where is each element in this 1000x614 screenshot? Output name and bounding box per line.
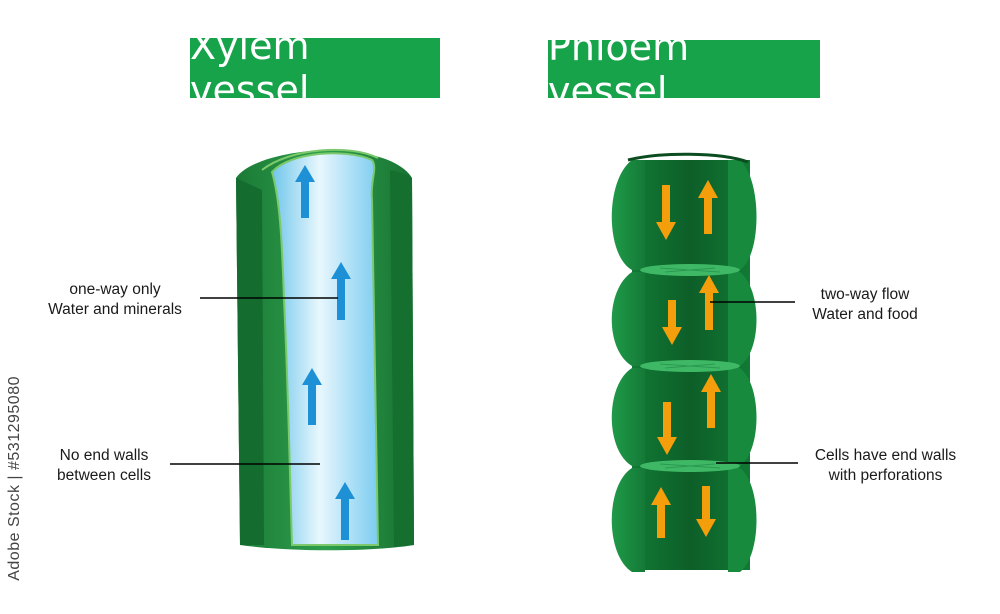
phloem-flow-arrows xyxy=(651,180,721,538)
phloem-arrow-up-icon xyxy=(699,275,719,330)
phloem-cell-right-bulge xyxy=(728,468,757,572)
xylem-flow-label-line1: one-way only xyxy=(69,281,161,298)
phloem-flow-label-line2: Water and food xyxy=(812,306,918,323)
xylem-vessel xyxy=(236,148,414,551)
phloem-cell-left-bulge xyxy=(611,368,645,466)
phloem-arrow-up-icon xyxy=(701,374,721,428)
xylem-walls-label-line2: between cells xyxy=(57,467,151,484)
phloem-walls-label-line2: with perforations xyxy=(828,467,943,484)
phloem-flow-label-line1: two-way flow xyxy=(820,286,910,303)
phloem-cell-left-bulge xyxy=(611,468,645,572)
phloem-cell-left-bulge xyxy=(611,272,645,366)
phloem-walls-label: Cells have end walls with perforations xyxy=(798,446,973,486)
phloem-arrow-down-icon xyxy=(662,300,682,345)
xylem-arrow-up-icon xyxy=(335,482,355,540)
xylem-walls-label-line1: No end walls xyxy=(59,447,149,464)
phloem-cell-left-bulge xyxy=(611,160,645,270)
phloem-top-cap xyxy=(627,152,749,164)
xylem-right-wall-shade xyxy=(390,170,414,547)
phloem-arrow-up-icon xyxy=(698,180,718,234)
phloem-arrow-down-icon xyxy=(657,402,677,455)
phloem-arrow-up-icon xyxy=(651,487,671,538)
xylem-flow-arrows xyxy=(295,165,355,540)
phloem-vessel xyxy=(611,152,757,572)
phloem-cell-right-bulge xyxy=(728,272,757,366)
phloem-flow-label: two-way flow Water and food xyxy=(800,285,930,325)
phloem-arrow-down-icon xyxy=(656,185,676,240)
xylem-walls-label: No end walls between cells xyxy=(40,446,168,486)
xylem-lumen xyxy=(270,152,380,546)
xylem-flow-label-line2: Water and minerals xyxy=(48,301,182,318)
xylem-arrow-up-icon xyxy=(302,368,322,425)
stock-id-watermark: Adobe Stock | #531295080 xyxy=(6,376,23,581)
xylem-arrow-up-icon xyxy=(331,262,351,320)
xylem-arrow-up-icon xyxy=(295,165,315,218)
phloem-title: Phloem vessel xyxy=(548,25,820,113)
phloem-cell-right-bulge xyxy=(728,160,757,270)
phloem-walls-label-line1: Cells have end walls xyxy=(814,447,957,464)
phloem-arrow-down-icon xyxy=(696,486,716,537)
xylem-left-wall-shade xyxy=(236,178,264,545)
xylem-rim xyxy=(261,148,379,171)
phloem-cell-right-bulge xyxy=(728,368,757,466)
xylem-flow-label: one-way only Water and minerals xyxy=(30,280,200,320)
